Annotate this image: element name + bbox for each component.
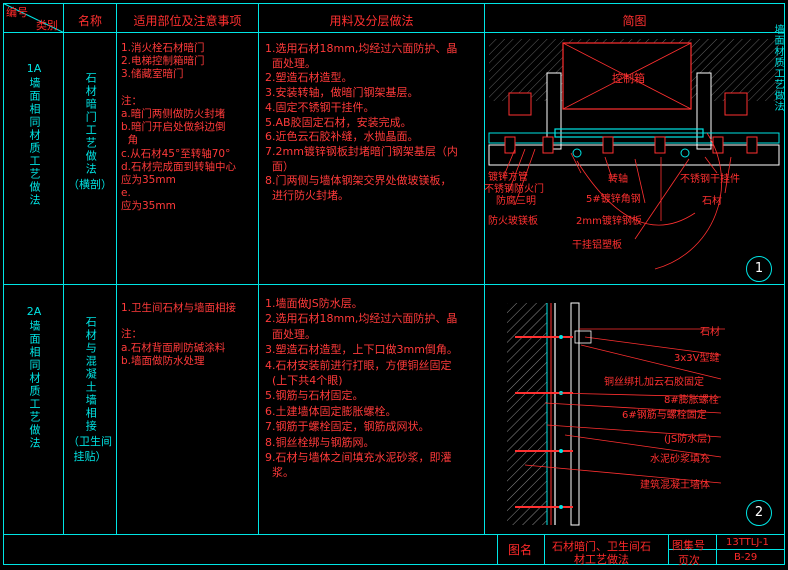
detail-marker-2: 2 [746,500,772,526]
row2-code-category: 2A 墙面相同材质工艺做法 [20,305,48,450]
title-block-yeci-label: 页次 [678,554,700,567]
d2-tongsi: 铜丝绑扎加云石胶固定 [604,377,704,388]
d1-left4: 防火玻镁板 [488,216,538,227]
d1-left3: 防腐三明 [496,196,536,207]
title-block-tujihao-label: 图集号 [672,539,705,552]
diagram2-wet-hang-section [507,302,725,526]
d2-js: (JS防水层) [664,434,712,445]
d1-cut-edge-text: 墙面材质工艺做法 [772,24,783,112]
d1-jiaogang: 5#镀锌角钢 [586,194,641,205]
title-block-tuming-line2: 材工艺做法 [574,553,629,566]
row1-scope: 1.消火栓石材暗门 2.电梯控制箱暗门 3.储藏室暗门 注： a.暗门两侧做防火… [121,42,237,213]
row1-code: 1A [26,62,42,75]
header-name: 名称 [77,14,102,28]
row2-name-note: （卫生间挂贴） [68,435,112,463]
d1-ganguajian: 不锈钢干挂件 [680,174,740,185]
d1-left1: 镀锌方管 [488,172,528,183]
row1-name: 石材暗门工艺做法 [84,72,98,176]
row1-materials: 1.选用石材18mm,均经过六面防护、晶 面处理。 2.塑造石材造型。 3.安装… [265,42,458,203]
row2-code: 2A [26,305,42,318]
header-scope: 适用部位及注意事项 [133,14,242,28]
d2-luoshuan: 8#膨胀螺栓 [664,395,719,406]
d1-zhuanzhou: 转轴 [608,174,628,185]
row1-name-cell: 石材暗门工艺做法 （横剖） [66,72,114,193]
d1-left2: 不锈钢防火门 [484,184,544,195]
d1-lvsuban: 干挂铝塑板 [572,240,622,251]
d2-shajiang: 水泥砂浆填充 [650,454,710,465]
row2-name: 石材与混凝土墙相接 [84,316,98,433]
title-block-yeci: B-29 [734,552,758,563]
title-block-tuming-line1: 石材暗门、卫生间石 [552,540,651,553]
header-corner-bottom: 类别 [36,19,58,32]
row1-code-category: 1A 墙面相同材质工艺做法 [20,62,48,207]
header-materials: 用料及分层做法 [329,14,414,28]
d2-gangjin: 6#钢筋与螺栓固定 [622,410,707,421]
d2-feng: 3x3V型缝 [674,353,720,364]
title-block-tujihao: 13TTLJ-1 [726,537,769,548]
d1-shicai: 石材 [702,196,722,207]
title-block-tuming-label: 图名 [508,543,533,557]
d1-gangban: 2mm镀锌钢板 [576,216,642,227]
d2-qiangti: 建筑混凝土墙体 [640,480,710,491]
row2-scope: 1.卫生间石材与墙面相接 注： a.石材背面刷防碱涂料 b.墙面做防水处理 [121,302,237,367]
row2-category: 墙面相同材质工艺做法 [28,319,41,450]
row1-category: 墙面相同材质工艺做法 [28,76,41,207]
row1-name-note: （横剖） [68,178,112,191]
detail-marker-1: 1 [746,256,772,282]
d2-shicai: 石材 [700,327,720,338]
row2-materials: 1.墙面做JS防水层。 2.选用石材18mm,均经过六面防护、晶 面处理。 3.… [265,297,458,480]
row2-name-cell: 石材与混凝土墙相接 （卫生间挂贴） [66,316,114,464]
diagram1-hidden-door-plan [488,39,780,270]
header-corner-top: 编号 [6,6,28,19]
header-diagram: 简图 [622,14,647,28]
d1-box-label: 控制箱 [612,72,645,85]
